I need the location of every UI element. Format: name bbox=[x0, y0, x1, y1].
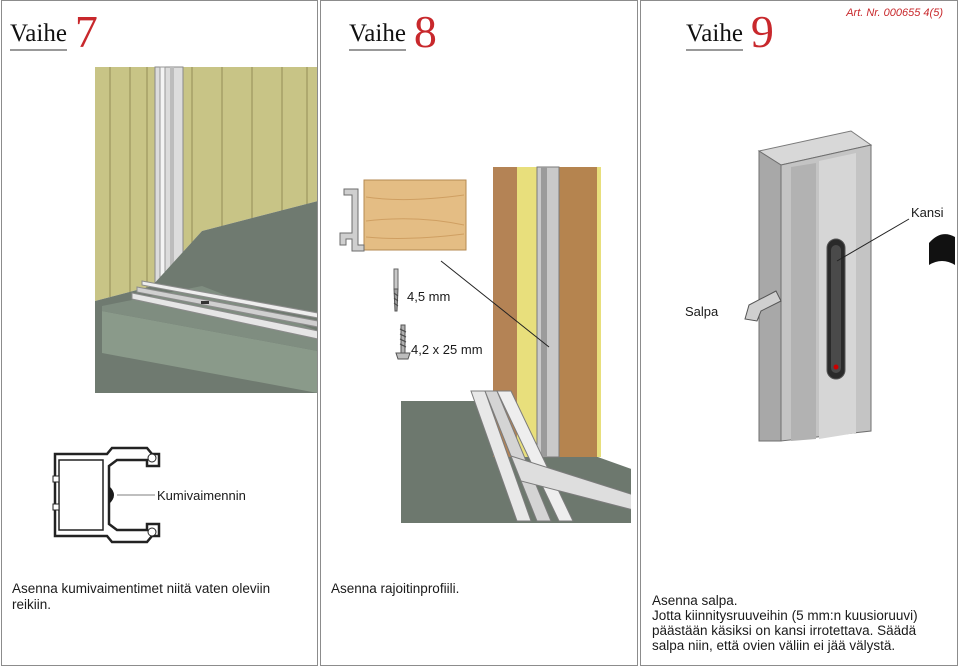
profile-cross-section bbox=[52, 446, 161, 544]
step-9-illustration bbox=[744, 130, 910, 442]
step-number: 9 bbox=[750, 6, 774, 57]
step-9-title: Vaihe 9 bbox=[686, 9, 774, 55]
step-8-illustration bbox=[401, 166, 631, 523]
step-8-caption: Asenna rajoitinprofiili. bbox=[331, 581, 460, 596]
drill-bit-icon bbox=[393, 268, 399, 312]
rubber-damper-label: Kumivaimennin bbox=[157, 488, 246, 503]
step-7-panel: Vaihe 7 bbox=[1, 0, 318, 666]
step-number: 8 bbox=[413, 6, 437, 57]
step-7-illustration bbox=[95, 66, 317, 393]
drill-size-label: 4,5 mm bbox=[407, 289, 451, 304]
step-word: Vaihe bbox=[686, 9, 743, 51]
step-word: Vaihe bbox=[349, 9, 406, 51]
screw-size-label: 4,2 x 25 mm bbox=[411, 342, 483, 357]
latch-label: Salpa bbox=[685, 304, 719, 319]
step-9-caption: Asenna salpa. Jotta kiinnitysruuveihin (… bbox=[652, 593, 918, 653]
step-number: 7 bbox=[74, 6, 98, 57]
limiter-profile-detail bbox=[339, 179, 467, 252]
step-7-title: Vaihe 7 bbox=[10, 9, 98, 55]
step-8-title: Vaihe 8 bbox=[349, 9, 437, 55]
step-word: Vaihe bbox=[10, 9, 67, 51]
step-8-panel: Vaihe 8 4,5 mm 4,2 x 25 mm bbox=[320, 0, 638, 666]
screw-icon bbox=[395, 324, 411, 360]
cover-cap-icon bbox=[929, 234, 955, 265]
cover-label: Kansi bbox=[911, 205, 944, 220]
step-7-caption: Asenna kumivaimentimet niitä vaten olevi… bbox=[12, 581, 271, 612]
step-9-panel: Vaihe 9 Art. Nr. 000655 4(5) Kansi Salpa… bbox=[640, 0, 958, 666]
article-number: Art. Nr. 000655 4(5) bbox=[846, 7, 943, 19]
